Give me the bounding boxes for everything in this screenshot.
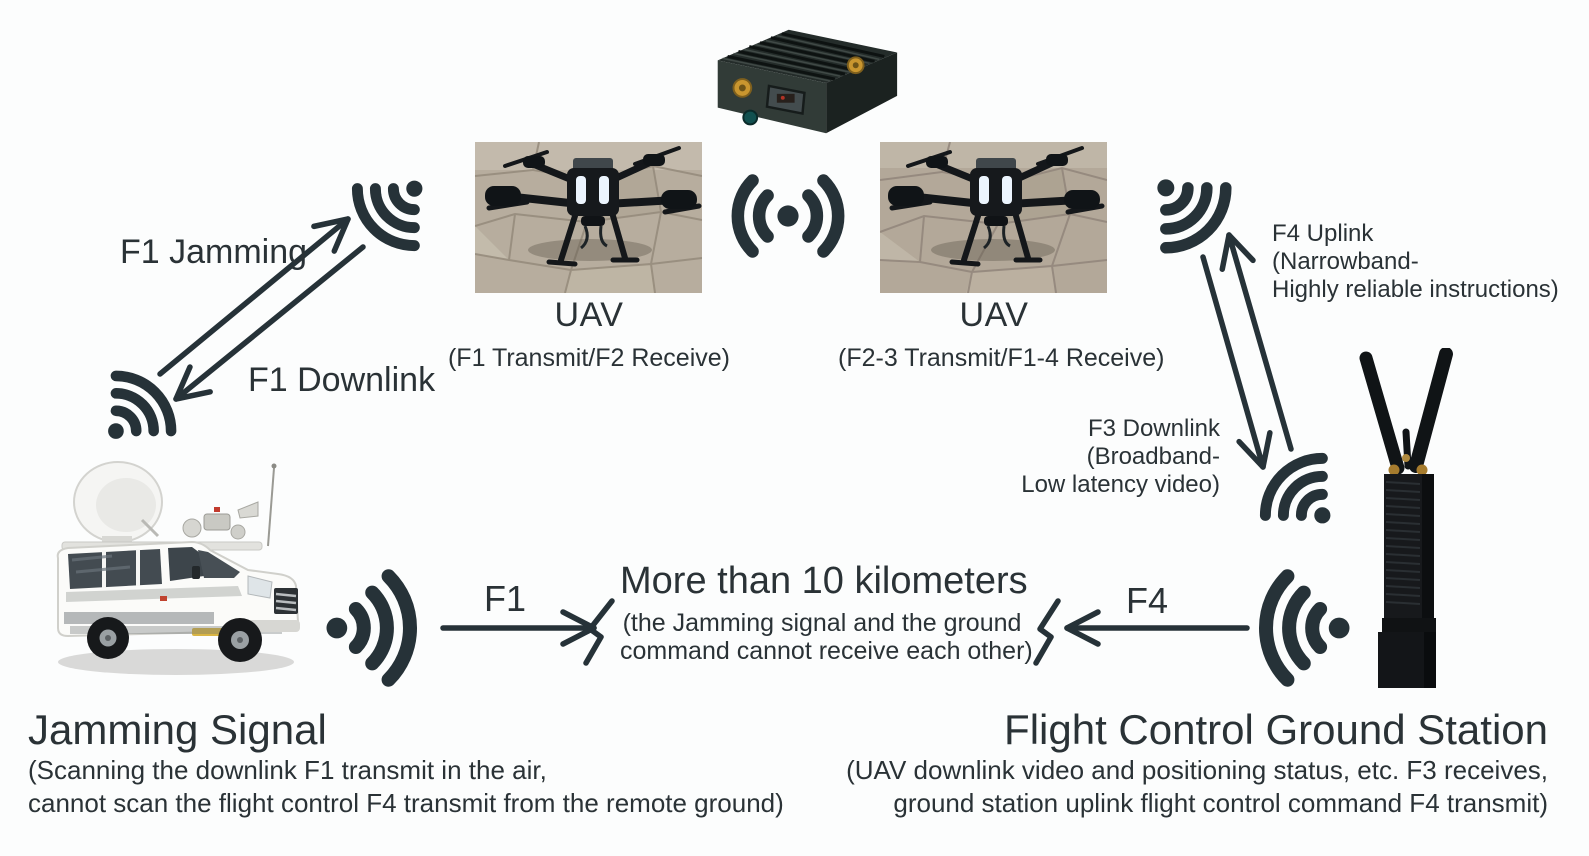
distance-line2: command cannot receive each other) [620, 637, 1033, 665]
f1-downlink-label: F1 Downlink [248, 361, 436, 399]
uav2-wifi-icon [1121, 143, 1262, 284]
repeater-module-photo [698, 22, 905, 144]
f3-downlink-arrow [1200, 254, 1273, 470]
f4-uplink-arrow [1219, 232, 1294, 452]
f1-break-icon [583, 598, 615, 666]
f4-break-icon [1033, 598, 1061, 666]
f4-uplink-note-line3: Highly reliable instructions) [1272, 276, 1559, 303]
uav1-caption: UAV (F1 Transmit/F2 Receive) [438, 296, 740, 373]
f1-frequency-label: F1 [484, 578, 527, 619]
uav2-photo [880, 142, 1107, 293]
uav1-subtitle: (F1 Transmit/F2 Receive) [447, 344, 730, 372]
distance-line1: (the Jamming signal and the ground [622, 609, 1022, 637]
jammer-wifi-icon [75, 342, 205, 472]
f3-downlink-note-line3: Low latency video) [1021, 471, 1220, 498]
distance-note: More than 10 kilometers (the Jamming sig… [620, 560, 1033, 665]
f4-uplink-note-line2: (Narrowband- [1272, 248, 1419, 275]
f1-jamming-label: F1 Jamming [120, 233, 308, 271]
f4-frequency-label: F4 [1126, 580, 1169, 621]
station-lower-wifi-icon [1233, 567, 1355, 689]
ground-station-radio-photo [1348, 348, 1468, 693]
ground-station-line2: ground station uplink flight control com… [893, 788, 1548, 818]
distance-title: More than 10 kilometers [620, 560, 1028, 602]
f3-downlink-note-line2: (Broadband- [1086, 443, 1220, 470]
station-upper-wifi-icon [1230, 423, 1364, 557]
uav1-title: UAV [554, 296, 624, 334]
van-wifi-icon [321, 567, 443, 689]
uav-to-uav-broadcast-icon [715, 163, 861, 269]
uav2-title: UAV [959, 296, 1029, 334]
f4-uplink-note-line1: F4 Uplink [1272, 220, 1374, 247]
f3-downlink-note-line1: F3 Downlink [1087, 415, 1220, 442]
uav1-wifi-icon [322, 146, 456, 280]
f4-uplink-note: F4 Uplink (Narrowband- Highly reliable i… [1272, 220, 1559, 304]
jamming-signal-line2: cannot scan the flight control F4 transm… [28, 788, 784, 818]
jamming-signal-line1: (Scanning the downlink F1 transmit in th… [28, 755, 547, 785]
f1-downlink-arrow [173, 244, 366, 402]
uav1-photo [475, 142, 702, 293]
ground-station-title: Flight Control Ground Station [1004, 706, 1548, 753]
jamming-signal-title: Jamming Signal [28, 706, 327, 753]
uav2-caption: UAV (F2-3 Transmit/F1-4 Receive) [838, 296, 1165, 373]
uav2-subtitle: (F2-3 Transmit/F1-4 Receive) [838, 344, 1165, 372]
f1-jamming-arrow [157, 216, 351, 377]
f3-downlink-note: F3 Downlink (Broadband- Low latency vide… [1021, 415, 1220, 499]
ground-station-line1: (UAV downlink video and positioning stat… [846, 755, 1548, 785]
jamming-van-photo [42, 450, 310, 688]
